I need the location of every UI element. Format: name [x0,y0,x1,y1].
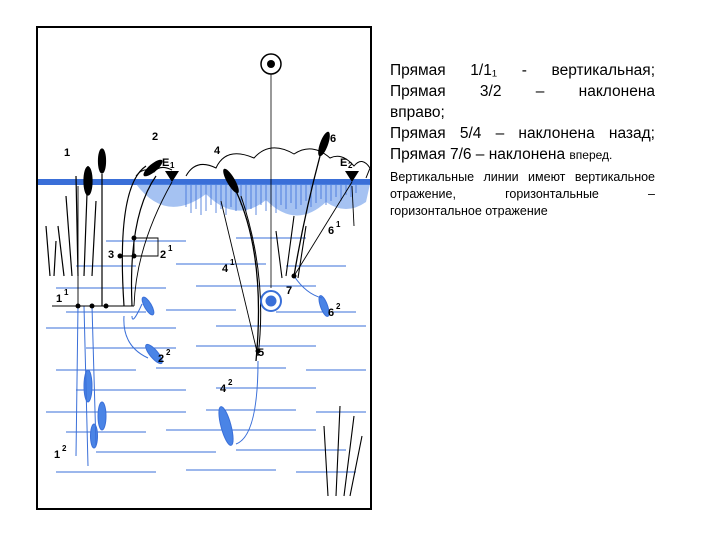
eye-marker-e2 [345,171,359,182]
reed-head-4 [223,168,239,194]
label-p4: 4 [214,145,221,157]
label-p22-sub: 2 [166,348,171,357]
water-surface-band [38,179,370,185]
caption-paragraph: Вертикальные линии имеют вертикальное от… [390,170,655,218]
label-e1-sub: 1 [170,161,175,170]
label-p22: 2 [158,353,164,365]
label-p61-sub: 1 [336,220,341,229]
diagram-frame [36,26,372,510]
construction-lines [52,181,355,357]
caption-line-4: Прямая 5/4 – наклонена назад; [390,125,655,142]
reed-head-2 [143,159,163,177]
label-p42-sub: 2 [228,378,233,387]
cloud-reflection [136,184,370,216]
label-p62-sub: 2 [336,302,341,311]
caption-line-2: Прямая 3/2 – наклонена [390,83,655,100]
label-e2: E [340,157,347,169]
reed-head-6 [318,131,330,157]
label-p42: 4 [220,383,227,395]
caption-line-5-tail: вперед. [569,148,613,162]
label-p21: 2 [160,249,166,261]
sun-reflection-core [265,295,277,307]
label-p62: 6 [328,307,334,319]
label-e2-sub: 2 [348,161,353,170]
label-p5: 5 [258,347,264,359]
caption-line-3: вправо; [390,104,445,121]
label-e1: E [162,157,169,169]
label-p12-sub: 2 [62,444,67,453]
caption-line-5: Прямая 7/6 – наклонена вперед. [390,144,655,166]
reed-reflections [75,275,330,467]
label-p3: 3 [108,249,114,261]
label-p2: 2 [152,131,158,143]
label-p11: 1 [56,293,62,305]
water-ripples [46,237,366,473]
reeds-left [45,148,107,306]
caption-line-1: Прямая 1/1₁ - вертикальная; [390,62,655,79]
eye-marker-e1 [165,171,179,182]
label-p6: 6 [330,133,336,145]
surface-hatching [185,185,357,215]
label-p12: 1 [54,449,60,461]
reed-stem-4b [240,195,262,357]
caption-text: Прямая 1/1₁ - вертикальная; Прямая 3/2 –… [390,60,655,220]
label-p7: 7 [286,285,292,297]
label-p41: 4 [222,263,229,275]
label-p11-sub: 1 [64,288,69,297]
label-p1: 1 [64,147,70,159]
caption-line-5-text: Прямая 7/6 – наклонена [390,146,566,163]
cloud-outline [185,147,371,179]
label-p61: 6 [328,225,334,237]
construction-points [75,235,297,354]
label-p21-sub: 1 [168,244,173,253]
sun-core [267,60,275,68]
reed-bent-left [121,165,157,307]
reed-stem-6 [293,155,321,277]
reed-stem-4 [235,190,260,362]
reflection-diagram: 1 2 4 6 E 1 E 2 3 2 1 4 1 6 1 7 1 1 6 2 … [36,26,372,510]
label-p41-sub: 1 [230,258,235,267]
reeds-right [275,215,363,497]
